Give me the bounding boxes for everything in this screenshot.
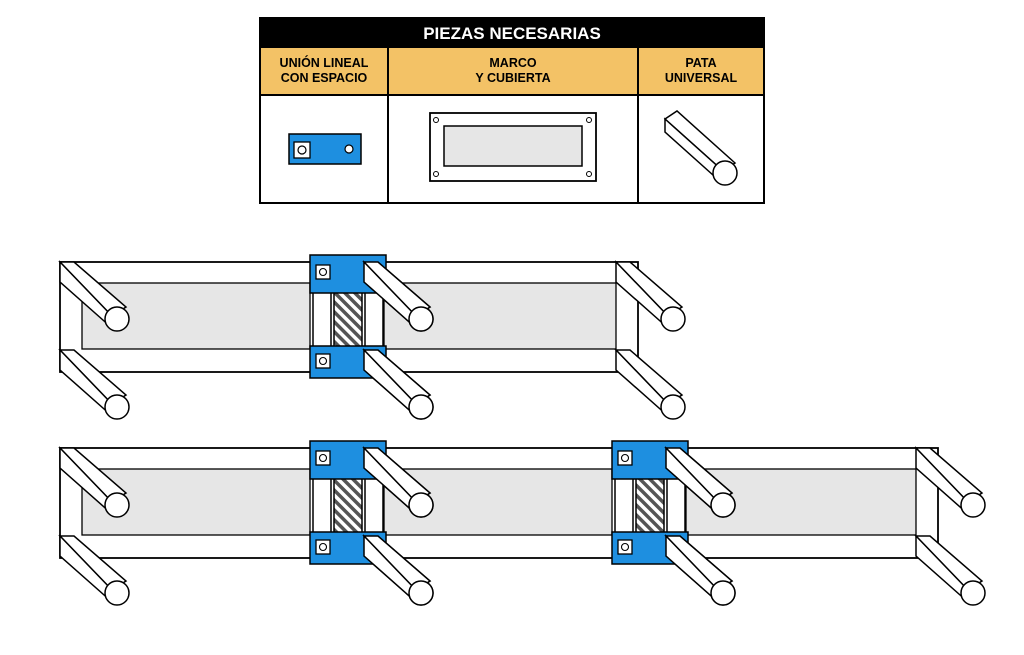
leg xyxy=(362,348,434,420)
leg-end-circle xyxy=(710,580,736,606)
leg xyxy=(58,534,130,606)
linear-joint-icon xyxy=(288,133,362,165)
parts-table-title: PIEZAS NECESARIAS xyxy=(261,19,763,48)
leg xyxy=(914,446,986,518)
leg-end-circle xyxy=(710,492,736,518)
leg-end-circle xyxy=(660,306,686,332)
part-cell-linear-joint xyxy=(261,96,389,202)
leg-end-circle xyxy=(104,394,130,420)
leg xyxy=(614,348,686,420)
spacer-hatched xyxy=(635,477,665,535)
leg xyxy=(362,446,434,518)
leg xyxy=(614,260,686,332)
column-header-leg: PATA UNIVERSAL xyxy=(639,48,763,96)
frame-cover-icon xyxy=(429,112,597,182)
leg-end-circle xyxy=(660,394,686,420)
leg xyxy=(914,534,986,606)
leg-end-circle xyxy=(408,580,434,606)
leg-end-circle xyxy=(104,492,130,518)
leg-end-circle xyxy=(408,492,434,518)
spacer-hatched xyxy=(333,477,363,535)
spacer-hatched xyxy=(333,291,363,349)
leg xyxy=(58,260,130,332)
part-cell-leg xyxy=(639,96,763,202)
leg-end-circle xyxy=(104,580,130,606)
leg xyxy=(362,534,434,606)
column-header-linear-joint: UNIÓN LINEAL CON ESPACIO xyxy=(261,48,389,96)
leg-end-circle xyxy=(960,580,986,606)
cover-panel xyxy=(685,468,917,536)
leg xyxy=(58,348,130,420)
column-label: MARCO Y CUBIERTA xyxy=(475,56,551,85)
universal-leg-icon xyxy=(663,110,738,186)
leg xyxy=(664,534,736,606)
leg-end-circle xyxy=(408,394,434,420)
leg xyxy=(362,260,434,332)
column-label: UNIÓN LINEAL CON ESPACIO xyxy=(279,56,369,85)
leg-end-circle xyxy=(104,306,130,332)
parts-table: PIEZAS NECESARIAS UNIÓN LINEAL CON ESPAC… xyxy=(259,17,765,204)
leg-end-circle xyxy=(960,492,986,518)
column-header-frame: MARCO Y CUBIERTA xyxy=(389,48,639,96)
column-label: PATA UNIVERSAL xyxy=(664,56,738,85)
leg-end-circle xyxy=(408,306,434,332)
three-module-assembly xyxy=(58,440,986,606)
part-cell-frame xyxy=(389,96,639,202)
leg xyxy=(664,446,736,518)
two-module-assembly xyxy=(58,254,686,420)
leg xyxy=(58,446,130,518)
